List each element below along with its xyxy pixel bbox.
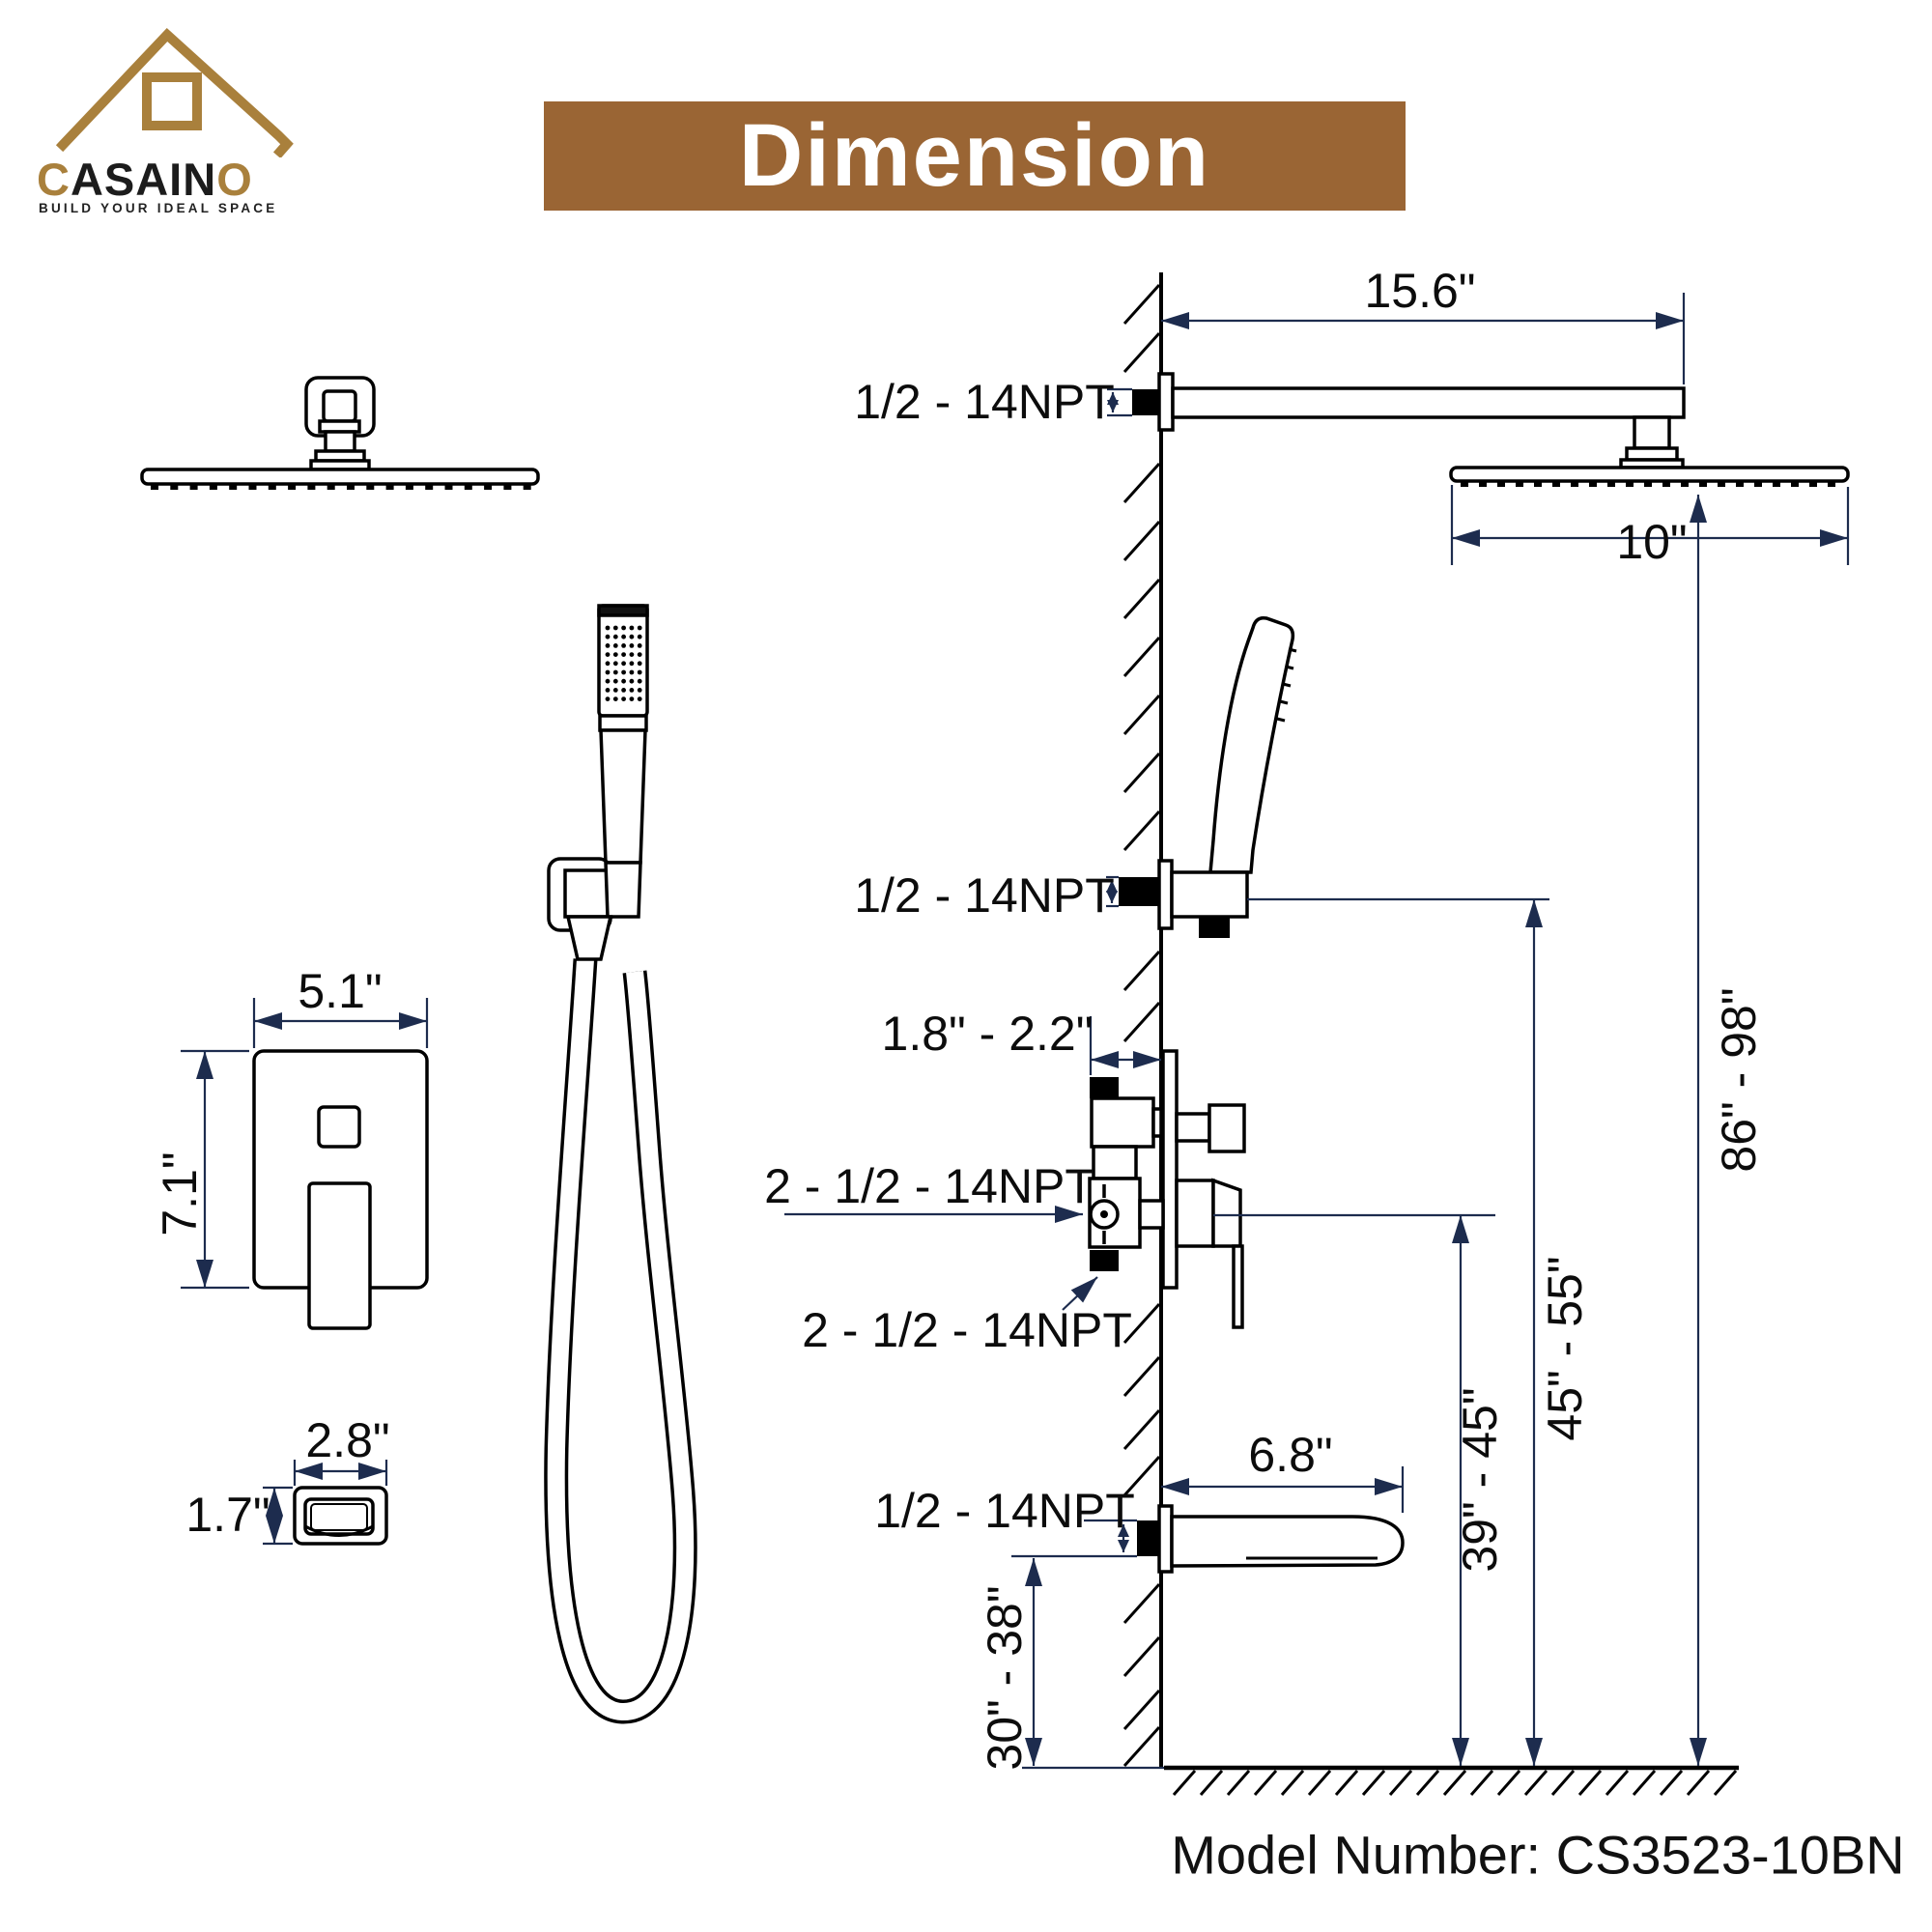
valve-handle-front bbox=[307, 1181, 372, 1330]
valve-side bbox=[1088, 1049, 1246, 1329]
wall-section bbox=[1022, 272, 1739, 1796]
wall-hatching bbox=[1122, 283, 1161, 1768]
label-valve-depth: 1.8" - 2.2" bbox=[881, 1007, 1094, 1061]
shower-arm-side bbox=[1132, 372, 1686, 469]
label-arm-length: 15.6" bbox=[1364, 264, 1476, 318]
label-spout-height: 30" - 38" bbox=[978, 1585, 1032, 1771]
hand-shower-wand bbox=[1208, 615, 1295, 874]
label-spout-thread: 1/2 - 14NPT bbox=[874, 1484, 1135, 1538]
brand-logo: CASAINO BUILD YOUR IDEAL SPACE bbox=[29, 27, 319, 230]
label-spout-face-height: 1.7" bbox=[185, 1488, 270, 1542]
model-number: Model Number: CS3523-10BN bbox=[1171, 1824, 1905, 1886]
label-trim-width: 5.1" bbox=[298, 964, 383, 1018]
valve-top-port bbox=[1090, 1077, 1119, 1098]
hand-shower-side bbox=[1119, 615, 1297, 938]
house-roof-icon bbox=[55, 28, 294, 157]
dimension-lines bbox=[181, 293, 1850, 1766]
label-valve-bottom-threads: 2 - 1/2 - 14NPT bbox=[802, 1303, 1132, 1357]
label-valve-side-threads: 2 - 1/2 - 14NPT bbox=[764, 1159, 1094, 1213]
valve-bottom-port bbox=[1090, 1250, 1119, 1271]
label-arm-thread: 1/2 - 14NPT bbox=[854, 375, 1115, 429]
label-valve-height: 39" - 45" bbox=[1453, 1387, 1507, 1573]
arm-thread-nipple bbox=[1132, 389, 1161, 415]
label-trim-height: 7.1" bbox=[153, 1151, 207, 1236]
nozzle-row bbox=[151, 483, 531, 490]
diverter-button bbox=[317, 1105, 361, 1149]
tub-spout-body bbox=[1170, 1515, 1405, 1568]
label-head-width: 10" bbox=[1616, 515, 1688, 569]
label-hand-shower-height: 45" - 55" bbox=[1538, 1256, 1592, 1441]
brand-letter-c: C bbox=[37, 154, 71, 205]
spout-thread-nipple bbox=[1137, 1520, 1161, 1556]
hand-shower-holder bbox=[1170, 870, 1249, 919]
valve-trim-plate-side bbox=[1161, 1049, 1179, 1290]
valve-lever-side bbox=[1232, 1244, 1244, 1329]
nozzle-row-side bbox=[1461, 480, 1835, 487]
brand-name: CASAINO bbox=[37, 154, 253, 205]
hand-shower-thread-nipple bbox=[1119, 877, 1161, 906]
diverter-knob-side bbox=[1208, 1103, 1246, 1153]
label-head-height: 86" - 98" bbox=[1712, 987, 1766, 1173]
brand-letter-o: O bbox=[216, 154, 253, 205]
spray-face-dots bbox=[605, 625, 642, 701]
page-title: Dimension bbox=[738, 106, 1211, 205]
shower-head-side bbox=[1449, 466, 1850, 487]
label-spout-reach: 6.8" bbox=[1248, 1428, 1333, 1482]
shower-head-front bbox=[140, 376, 540, 490]
floor-hatching bbox=[1172, 1770, 1738, 1796]
brand-tagline: BUILD YOUR IDEAL SPACE bbox=[39, 201, 278, 215]
valve-trim-front bbox=[252, 1049, 429, 1330]
title-banner: Dimension bbox=[544, 101, 1406, 211]
tub-spout-side bbox=[1137, 1504, 1405, 1574]
hand-shower-front bbox=[544, 604, 697, 1724]
label-hand-shower-thread: 1/2 - 14NPT bbox=[854, 868, 1115, 923]
label-spout-face-width: 2.8" bbox=[305, 1413, 390, 1467]
tub-spout-front bbox=[293, 1486, 388, 1546]
